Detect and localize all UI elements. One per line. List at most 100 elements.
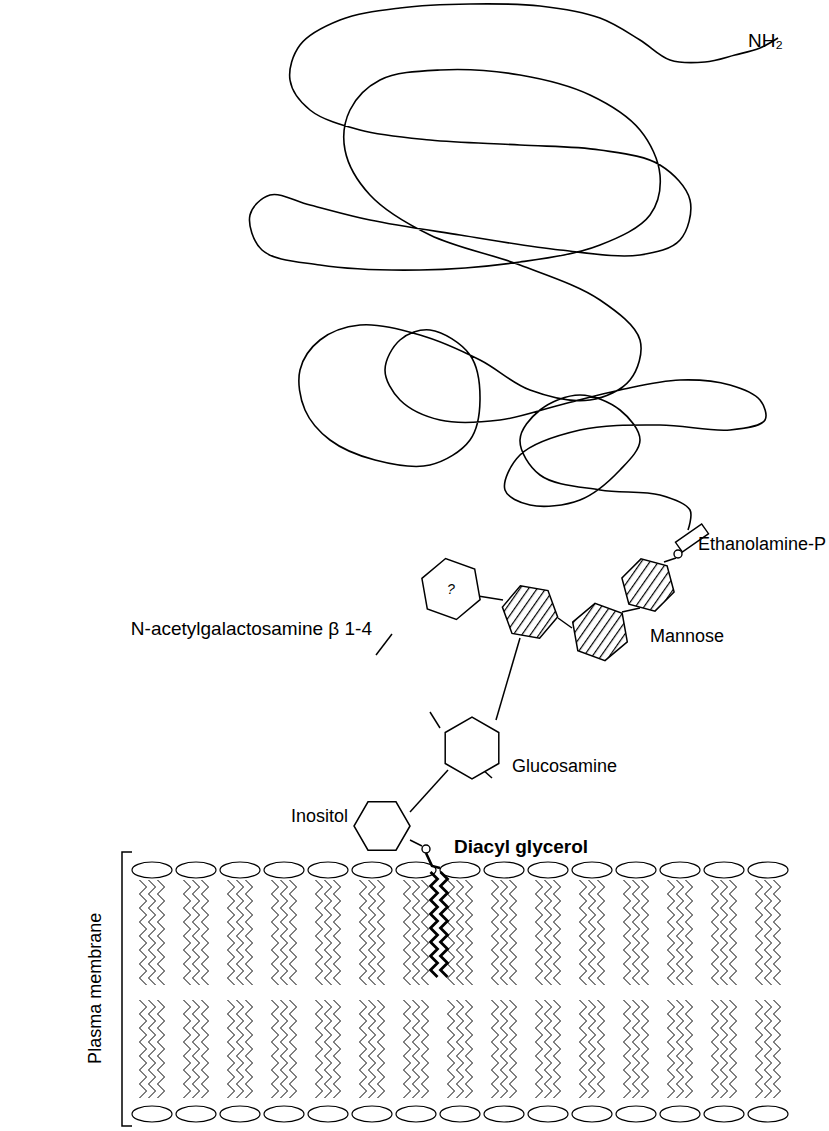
terminus-label: NH₂ xyxy=(748,30,783,52)
fatty-acid-tail xyxy=(325,1000,332,1098)
polypeptide-chain xyxy=(250,4,778,530)
fatty-acid-tail xyxy=(378,1000,385,1098)
lipid-head xyxy=(220,1106,260,1122)
fatty-acid-tail xyxy=(448,880,455,985)
lipid-head xyxy=(528,1106,568,1122)
glycosidic-bond xyxy=(410,840,422,846)
fatty-acid-tail xyxy=(184,880,191,985)
lipid-head xyxy=(308,1106,348,1122)
fatty-acid-tail xyxy=(158,880,165,985)
glycosidic-bond xyxy=(558,618,572,628)
lipid-head xyxy=(748,1106,788,1122)
fatty-acid-tail xyxy=(686,1000,693,1098)
fatty-acid-tail xyxy=(316,880,323,985)
fatty-acid-tail xyxy=(448,1000,455,1098)
fatty-acid-tail xyxy=(677,1000,684,1098)
fatty-acid-tail xyxy=(510,1000,517,1098)
glycosidic-bond xyxy=(496,638,520,720)
fatty-acid-tail xyxy=(237,880,244,985)
fatty-acid-tail xyxy=(378,880,385,985)
fatty-acid-tail xyxy=(228,880,235,985)
fatty-acid-tail xyxy=(184,1000,191,1098)
lipid-head xyxy=(616,1106,656,1122)
membrane-label: Plasma membrane xyxy=(86,912,107,1063)
fatty-acid-tail xyxy=(246,880,253,985)
fatty-acid-tail xyxy=(686,880,693,985)
fatty-acid-tail xyxy=(589,1000,596,1098)
glycosidic-bond xyxy=(376,634,392,655)
fatty-acid-tail xyxy=(510,880,517,985)
lipid-head xyxy=(176,1106,216,1122)
fatty-acid-tail xyxy=(668,880,675,985)
sugar-label: Glucosamine xyxy=(512,756,617,777)
phosphate-dot xyxy=(422,845,430,853)
fatty-acid-tail xyxy=(642,1000,649,1098)
fatty-acid-tail xyxy=(756,880,763,985)
diacyl-glycerol-tail xyxy=(431,872,438,977)
lipid-head xyxy=(528,862,568,878)
fatty-acid-tail xyxy=(334,880,341,985)
lipid-head xyxy=(572,862,612,878)
fatty-acid-tail xyxy=(730,1000,737,1098)
phosphate-dot xyxy=(674,550,682,558)
fatty-acid-tail xyxy=(202,880,209,985)
lipid-head xyxy=(704,1106,744,1122)
lipid-head xyxy=(660,862,700,878)
mannose-ring xyxy=(502,586,557,639)
sugar-ring: ? xyxy=(418,556,484,622)
lipid-head xyxy=(572,1106,612,1122)
fatty-acid-tail xyxy=(765,1000,772,1098)
fatty-acid-tail xyxy=(668,1000,675,1098)
glycosidic-bond xyxy=(664,558,676,562)
fatty-acid-tail xyxy=(721,880,728,985)
glycosidic-bond xyxy=(478,596,503,600)
fatty-acid-tail xyxy=(721,1000,728,1098)
fatty-acid-tail xyxy=(237,1000,244,1098)
fatty-acid-tail xyxy=(140,880,147,985)
lipid-head xyxy=(396,1106,436,1122)
lipid-head xyxy=(352,862,392,878)
glycerol-backbone xyxy=(426,853,440,868)
fatty-acid-tail xyxy=(369,1000,376,1098)
fatty-acid-tail xyxy=(712,880,719,985)
fatty-acid-tail xyxy=(730,880,737,985)
fatty-acid-tail xyxy=(536,880,543,985)
fatty-acid-tail xyxy=(545,1000,552,1098)
lipid-head xyxy=(484,1106,524,1122)
fatty-acid-tail xyxy=(457,1000,464,1098)
fatty-acid-tail xyxy=(554,1000,561,1098)
substituent-stub xyxy=(430,712,440,728)
fatty-acid-tail xyxy=(149,1000,156,1098)
fatty-acid-tail xyxy=(624,1000,631,1098)
lipid-head xyxy=(132,1106,172,1122)
lipid-head xyxy=(176,862,216,878)
diacyl-glycerol-tail xyxy=(441,872,448,977)
fatty-acid-tail xyxy=(360,880,367,985)
fatty-acid-tail xyxy=(633,1000,640,1098)
fatty-acid-tail xyxy=(158,1000,165,1098)
fatty-acid-tail xyxy=(404,1000,411,1098)
fatty-acid-tail xyxy=(140,1000,147,1098)
lipid-head xyxy=(220,862,260,878)
fatty-acid-tail xyxy=(149,880,156,985)
fatty-acid-tail xyxy=(193,880,200,985)
fatty-acid-tail xyxy=(712,1000,719,1098)
lipid-head xyxy=(484,862,524,878)
sugar-label: Inositol xyxy=(291,806,348,827)
fatty-acid-tail xyxy=(501,880,508,985)
fatty-acid-tail xyxy=(598,1000,605,1098)
fatty-acid-tail xyxy=(765,880,772,985)
fatty-acid-tail xyxy=(246,1000,253,1098)
fatty-acid-tail xyxy=(325,880,332,985)
fatty-acid-tail xyxy=(290,1000,297,1098)
fatty-acid-tail xyxy=(334,1000,341,1098)
fatty-acid-tail xyxy=(580,880,587,985)
fatty-acid-tail xyxy=(580,1000,587,1098)
fatty-acid-tail xyxy=(369,880,376,985)
fatty-acid-tail xyxy=(624,880,631,985)
lipid-head xyxy=(308,862,348,878)
fatty-acid-tail xyxy=(281,880,288,985)
lipid-head xyxy=(264,862,304,878)
fatty-acid-tail xyxy=(404,880,411,985)
fatty-acid-tail xyxy=(466,1000,473,1098)
